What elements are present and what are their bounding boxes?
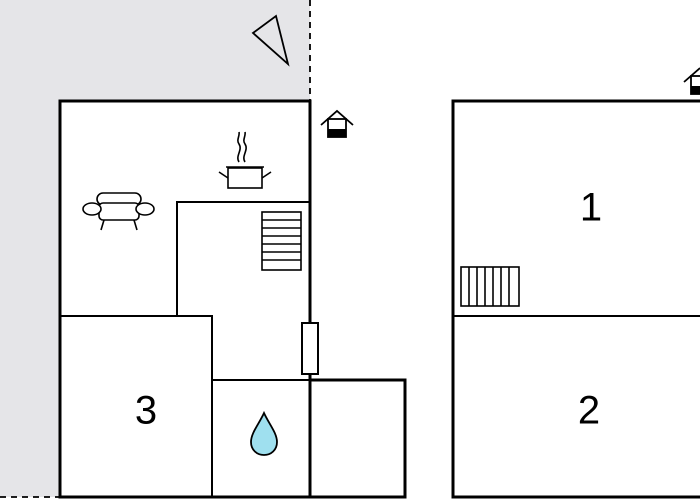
house-entrance-icon (320, 109, 354, 138)
left-building-inner-walls (60, 201, 311, 497)
window-element (301, 322, 319, 375)
left-building (58, 99, 312, 499)
room-2-label: 2 (578, 389, 600, 433)
cooking-pot-icon (218, 131, 272, 189)
terrace-area (0, 0, 310, 497)
room-3-label: 3 (135, 389, 157, 433)
north-arrow-icon (251, 14, 290, 67)
right-building (451, 99, 700, 499)
house-entrance-icon (683, 67, 700, 95)
water-drop-icon (250, 410, 278, 456)
stairs-icon (261, 211, 302, 271)
left-building-extension (310, 378, 407, 499)
sofa-icon (82, 192, 155, 231)
room-1-label: 1 (580, 186, 602, 230)
stairs-icon (460, 266, 520, 307)
terrace-boundary (0, 0, 311, 498)
